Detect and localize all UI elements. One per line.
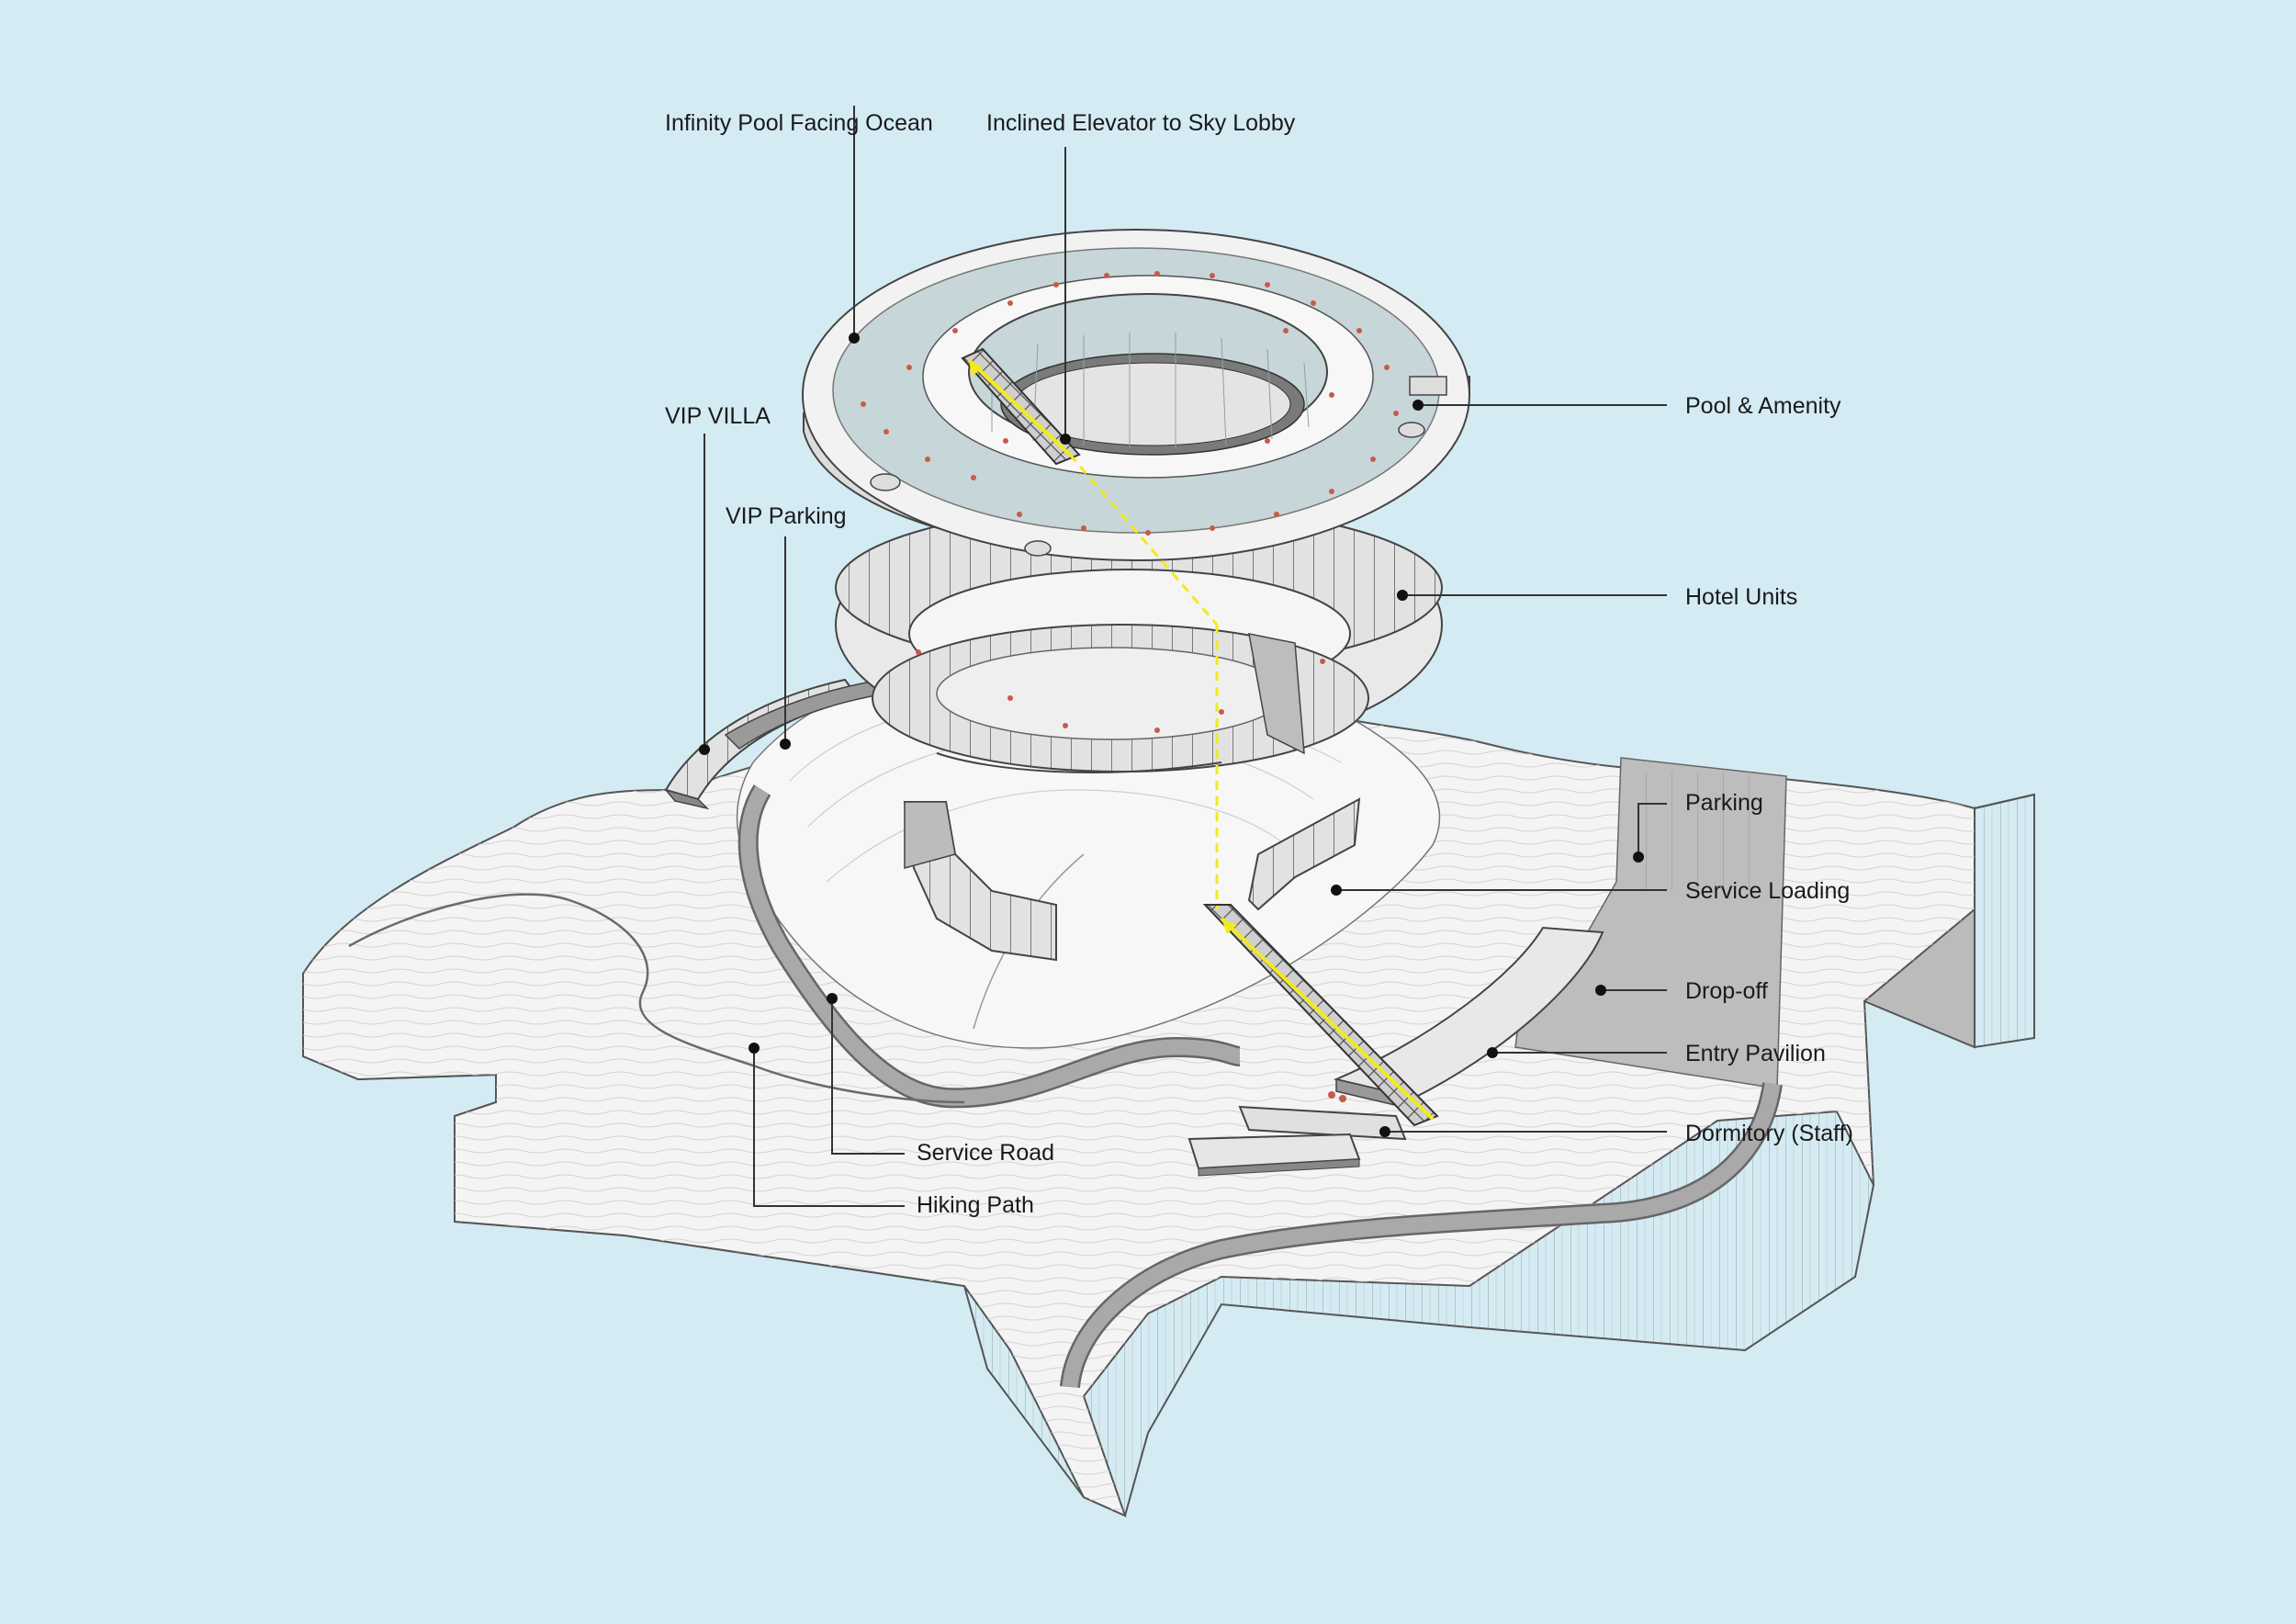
label-infinity-pool: Infinity Pool Facing Ocean [665,110,933,136]
label-hotel-units: Hotel Units [1685,584,1798,610]
label-service-road: Service Road [917,1140,1055,1166]
label-service-loading: Service Loading [1685,878,1851,904]
parking-lot [1514,757,1787,1089]
elevator-route [967,358,1435,1121]
label-entry-pavilion: Entry Pavilion [1685,1041,1826,1066]
label-pool-amenity: Pool & Amenity [1685,393,1841,419]
label-hiking-path: Hiking Path [917,1192,1034,1218]
dormitory [1187,1105,1407,1177]
label-parking: Parking [1685,790,1763,816]
service-loading-blocks [903,797,1361,962]
label-vip-parking: VIP Parking [726,503,847,529]
hotel-units-ring [835,495,1443,773]
label-vip-villa: VIP VILLA [665,403,771,429]
hiking-path [348,893,965,1104]
sky-lobby-ring [802,229,1470,561]
service-road [737,784,1783,1389]
leader-lines [703,106,1667,1207]
label-drop-off: Drop-off [1685,978,1768,1004]
leader-dots [699,333,1644,1137]
label-dormitory: Dormitory (Staff) [1685,1121,1853,1146]
label-inclined-elevator: Inclined Elevator to Sky Lobby [986,110,1296,136]
red-markers [861,271,1399,1102]
